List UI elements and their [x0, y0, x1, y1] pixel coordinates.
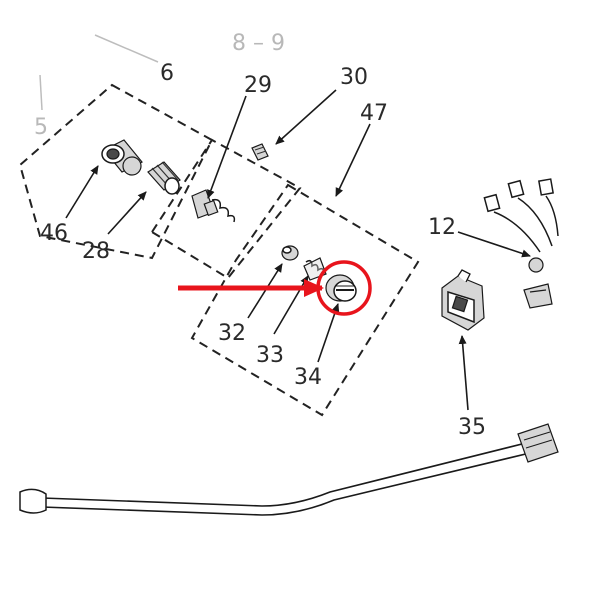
- callout-33: 33: [256, 343, 284, 368]
- callout-32: 32: [218, 321, 246, 346]
- part-12-connector-cluster: [483, 178, 559, 309]
- part-34-knob: [325, 274, 357, 302]
- part-30-screw: [251, 143, 269, 161]
- group-box-29: [150, 138, 302, 280]
- callout-labels: 8 – 9 6 29 30 47 5 46 28 12 32 33 34 35: [34, 31, 486, 440]
- callout-35: 35: [458, 415, 486, 440]
- callout-8-9: 8 – 9: [232, 31, 285, 56]
- part-35-bracket: [441, 269, 485, 331]
- background-lines: [39, 34, 159, 111]
- part-32-cap: [281, 245, 299, 261]
- callout-12: 12: [428, 215, 456, 240]
- part-46-bushing: [101, 139, 143, 176]
- group-box-46-28: [18, 83, 214, 260]
- callout-46: 46: [40, 221, 68, 246]
- callout-29: 29: [244, 73, 272, 98]
- callout-28: 28: [82, 239, 110, 264]
- highlight-circle: [316, 260, 372, 316]
- wire-harness: [19, 423, 559, 516]
- callout-34: 34: [294, 365, 322, 390]
- leader-lines: [65, 89, 531, 411]
- callout-5: 5: [34, 115, 48, 140]
- group-box-47: [190, 183, 420, 417]
- highlight-marker: [178, 260, 372, 316]
- part-28-gear: [147, 161, 181, 195]
- callout-30: 30: [340, 65, 368, 90]
- callout-47: 47: [360, 101, 388, 126]
- callout-6: 6: [160, 61, 174, 86]
- part-29-shaft: [191, 189, 236, 223]
